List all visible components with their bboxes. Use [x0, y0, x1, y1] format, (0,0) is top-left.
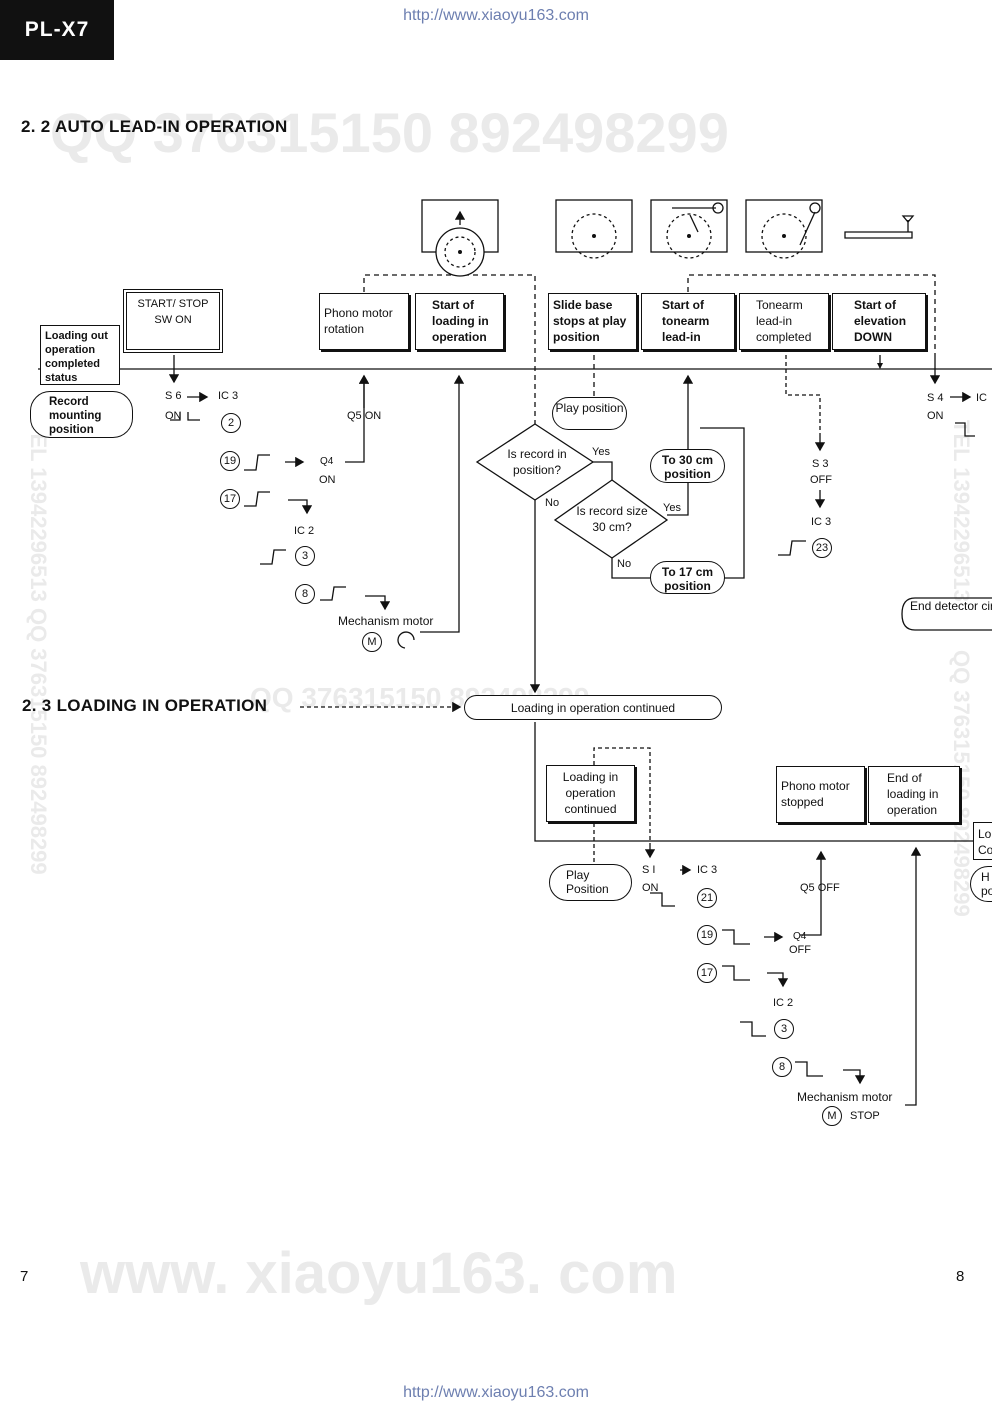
ic2-label: IC 2: [294, 525, 315, 537]
pin-19-circle-2: 19: [697, 925, 717, 945]
to-17cm-pill: To 17 cm position: [650, 561, 725, 594]
s1-label: S I: [642, 864, 656, 876]
pin-21-circle: 21: [697, 888, 717, 908]
to-30cm-pill: To 30 cm position: [650, 449, 725, 483]
s3-off-label: OFF: [810, 474, 832, 486]
start-elevation-box: Start of elevation DOWN: [832, 293, 926, 350]
mechanism-motor-label-2: Mechanism motor: [797, 1090, 893, 1104]
pin-23-circle: 23: [812, 538, 832, 558]
loading-continued-box: Loading in operation continued: [546, 765, 635, 822]
tonearm-completed-box: Tonearm lead-in completed: [739, 293, 829, 350]
edge-lo-text: Lo: [978, 827, 992, 841]
watermark-side-left: TEL 13942296513 QQ 376315150 892498299: [26, 420, 51, 875]
q4-on-label: ON: [319, 474, 336, 486]
watermark-side-mid: TEL 13942296513: [949, 420, 974, 602]
section-title-auto-lead-in: 2. 2 AUTO LEAD-IN OPERATION: [21, 117, 288, 136]
stop-label: STOP: [850, 1110, 880, 1122]
mechanism-motor-label: Mechanism motor: [338, 614, 434, 628]
start-tonearm-box: Start of tonearm lead-in: [641, 293, 735, 350]
motor-m-circle-2: M: [822, 1106, 842, 1126]
page-number-right: 8: [956, 1268, 965, 1285]
start-loading-box: Start of loading in operation: [415, 293, 504, 350]
on-label-2: ON: [642, 882, 659, 894]
record-mounting-position-pill: Record mounting position: [30, 391, 133, 438]
motor-m-circle: M: [362, 632, 382, 652]
pin-8-circle-2: 8: [772, 1057, 792, 1077]
s4-on-label: ON: [927, 410, 944, 422]
record-size-question: Is record size 30 cm?: [576, 504, 648, 534]
pin-2-circle: 2: [221, 413, 241, 433]
pin-19-circle: 19: [220, 451, 240, 471]
s3-label: S 3: [812, 458, 829, 470]
section-title-loading-in: 2. 3 LOADING IN OPERATION: [22, 696, 268, 715]
ic-cut-label: IC: [976, 392, 987, 404]
loading-continued-pill: Loading in operation continued: [464, 695, 722, 720]
record-in-position-question: Is record in position?: [507, 447, 567, 477]
no-label-2: No: [617, 558, 632, 570]
source-url-bottom: http://www.xiaoyu163.com: [403, 1384, 589, 1401]
model-header: PL-X7: [0, 0, 114, 60]
s6-label: S 6: [165, 390, 182, 402]
edge-po-text: po: [981, 884, 992, 898]
ic2-label-2: IC 2: [773, 997, 794, 1009]
q5-on-label: Q5 ON: [347, 410, 382, 422]
end-loading-box: End of loading in operation: [868, 766, 960, 823]
pin-3-circle: 3: [295, 546, 315, 566]
page-number-left: 7: [20, 1268, 29, 1285]
ic3-label: IC 3: [218, 390, 239, 402]
pin-17-circle: 17: [220, 489, 240, 509]
loading-out-completed-box: Loading out operation completed status: [40, 325, 120, 385]
play-position-pill: Play position: [552, 397, 627, 430]
q4-label-2: Q4: [793, 931, 807, 942]
watermark-phone: QQ 376315150 892498299: [50, 101, 729, 164]
s4-label: S 4: [927, 392, 944, 404]
phono-motor-stopped-box: Phono motor stopped: [776, 766, 865, 823]
yes-label-2: Yes: [663, 502, 681, 514]
pin-3-circle-2: 3: [774, 1019, 794, 1039]
yes-label-1: Yes: [592, 446, 610, 458]
no-label-1: No: [545, 497, 560, 509]
pin-17-circle-2: 17: [697, 963, 717, 983]
edge-co-text: Co: [978, 843, 992, 857]
q4-off-label: OFF: [789, 944, 811, 956]
on-label: ON: [165, 410, 182, 422]
phono-motor-rotation-box: Phono motor rotation: [319, 293, 409, 350]
slide-base-stops-box: Slide base stops at play position: [548, 293, 637, 350]
ic3-b-label: IC 3: [811, 516, 832, 528]
q5-off-label: Q5 OFF: [800, 882, 840, 894]
play-position-pill-2: Play Position: [549, 864, 632, 901]
start-stop-switch-box: START/ STOP SW ON: [123, 289, 223, 353]
watermark-site: www. xiaoyu163. com: [80, 1241, 678, 1306]
q4-label: Q4: [320, 456, 334, 467]
end-detector-pill: End detector circuit, peak: [910, 599, 992, 613]
edge-h-text: H: [981, 870, 990, 884]
source-url-top: http://www.xiaoyu163.com: [403, 7, 589, 24]
ic3-label-2: IC 3: [697, 864, 718, 876]
pin-8-circle: 8: [295, 584, 315, 604]
